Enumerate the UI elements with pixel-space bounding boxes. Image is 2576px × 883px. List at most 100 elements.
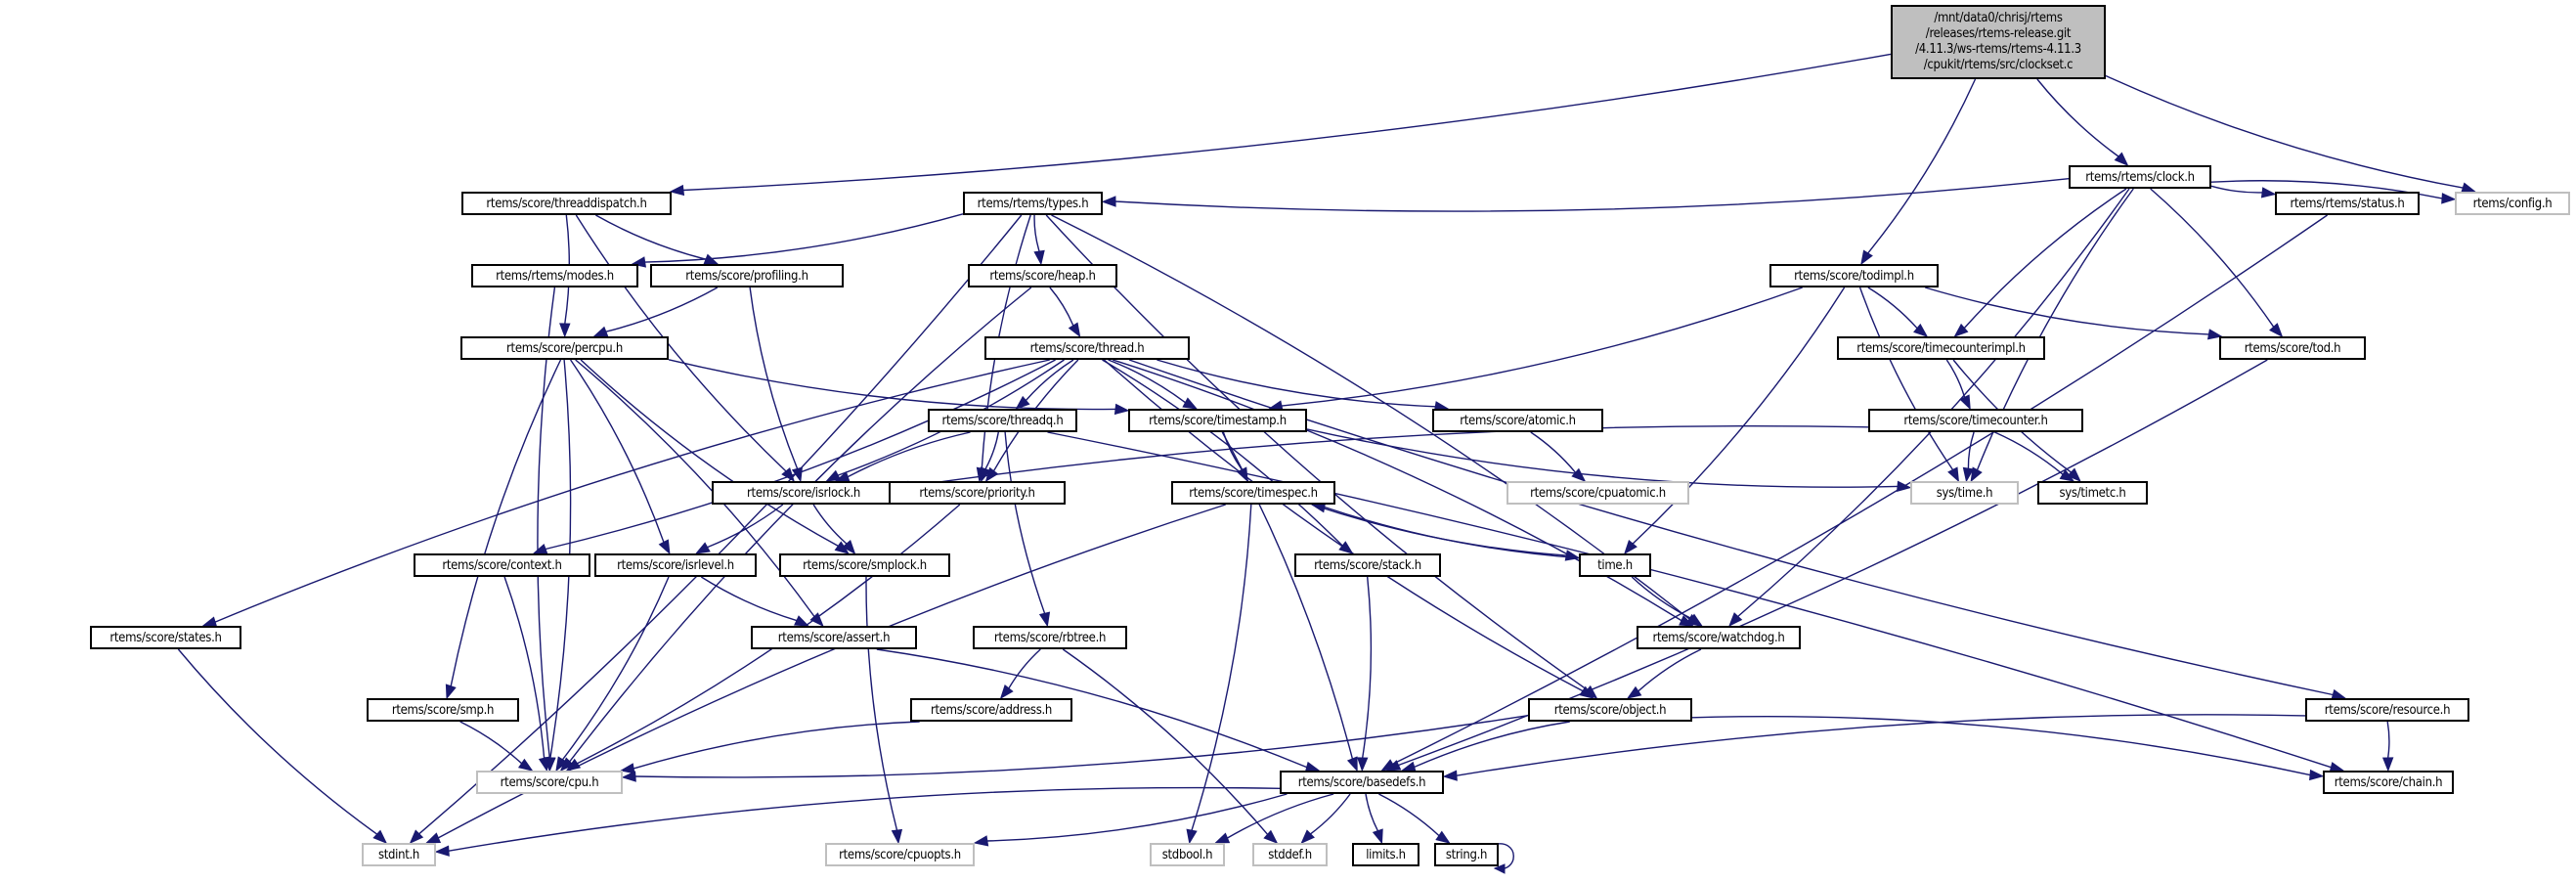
node-atomic[interactable]: rtems/score/atomic.h xyxy=(1432,409,1603,432)
node-percpu[interactable]: rtems/score/percpu.h xyxy=(460,336,669,360)
arrowhead xyxy=(794,615,809,627)
edge-todimpl-to-timestamp xyxy=(1267,287,1803,412)
arrowhead xyxy=(2067,467,2081,482)
arrowhead xyxy=(1182,397,1199,410)
arrowhead xyxy=(1435,830,1451,844)
edge-context-to-cpu xyxy=(503,576,550,773)
node-object[interactable]: rtems/score/object.h xyxy=(1528,698,1692,722)
edge-isrlock-to-smplock xyxy=(812,504,856,555)
arrowhead xyxy=(1624,539,1637,555)
arrowhead xyxy=(1346,756,1358,773)
edge-rbtree-to-address xyxy=(999,648,1041,700)
node-cpuatomic: rtems/score/cpuatomic.h xyxy=(1506,481,1689,505)
arrowhead xyxy=(1356,757,1369,773)
arrowhead xyxy=(1372,828,1383,845)
arrowhead xyxy=(1186,828,1198,845)
edge-rbtree-to-stddef xyxy=(1062,648,1279,844)
node-timespec[interactable]: rtems/score/timespec.h xyxy=(1171,481,1335,505)
node-string[interactable]: string.h xyxy=(1434,843,1499,866)
arrowhead xyxy=(1959,394,1971,411)
node-smplock[interactable]: rtems/score/smplock.h xyxy=(779,553,950,577)
node-timecounter[interactable]: rtems/score/timecounter.h xyxy=(1868,409,2083,432)
node-watchdog[interactable]: rtems/score/watchdog.h xyxy=(1637,626,1801,649)
edge-isrlevel-to-assert xyxy=(700,576,809,627)
edge-percpu-to-assert xyxy=(575,359,824,628)
arrowhead xyxy=(1897,480,1912,492)
edge-percpu-to-smplock xyxy=(580,359,851,554)
node-stdint: stdint.h xyxy=(362,843,436,866)
arrowhead xyxy=(1015,395,1030,410)
edge-thread-to-timestamp xyxy=(1108,359,1199,410)
node-isrlock[interactable]: rtems/score/isrlock.h xyxy=(712,481,895,505)
arrowhead xyxy=(2059,469,2075,482)
node-timestamp[interactable]: rtems/score/timestamp.h xyxy=(1128,409,1307,432)
edge-basedefs-to-string xyxy=(1378,793,1451,844)
node-states[interactable]: rtems/score/states.h xyxy=(90,626,241,649)
node-rbtree[interactable]: rtems/score/rbtree.h xyxy=(973,626,1127,649)
arrowhead xyxy=(1101,196,1116,207)
edge-basedefs-to-limits xyxy=(1365,793,1383,845)
edge-threadq-to-rbtree xyxy=(1004,431,1051,628)
node-thread[interactable]: rtems/score/thread.h xyxy=(984,336,1190,360)
node-clock[interactable]: rtems/rtems/clock.h xyxy=(2069,165,2211,189)
node-smp[interactable]: rtems/score/smp.h xyxy=(367,698,519,722)
edge-stack-to-basedefs xyxy=(1356,576,1373,773)
node-stack[interactable]: rtems/score/stack.h xyxy=(1294,553,1441,577)
node-resource[interactable]: rtems/score/resource.h xyxy=(2305,698,2469,722)
edge-smplock-to-cpuopts xyxy=(865,576,903,845)
arrowhead xyxy=(2260,187,2277,199)
arrowhead xyxy=(1970,466,1983,483)
arrowhead xyxy=(2114,152,2129,166)
node-modes[interactable]: rtems/rtems/modes.h xyxy=(471,264,638,287)
arrowhead xyxy=(1068,322,1081,338)
node-isrlevel[interactable]: rtems/score/isrlevel.h xyxy=(594,553,757,577)
arrowhead xyxy=(1687,613,1703,627)
edge-address-to-cpu xyxy=(619,721,920,774)
node-tod[interactable]: rtems/score/tod.h xyxy=(2219,336,2366,360)
arrowhead xyxy=(1571,467,1587,482)
arrowhead xyxy=(445,684,457,700)
edge-threaddispatch-to-profiling xyxy=(595,214,720,265)
arrowhead xyxy=(2269,323,2284,338)
edge-timeh-to-timespec xyxy=(1310,501,1580,559)
arrowhead xyxy=(619,763,635,774)
node-types[interactable]: rtems/rtems/types.h xyxy=(963,192,1103,215)
node-limits[interactable]: limits.h xyxy=(1352,843,1419,866)
node-config: rtems/config.h xyxy=(2455,192,2570,215)
edge-percpu-to-smp xyxy=(445,359,562,700)
node-chain[interactable]: rtems/score/chain.h xyxy=(2323,771,2454,794)
arrowhead xyxy=(1728,612,1743,628)
node-threaddispatch[interactable]: rtems/score/threaddispatch.h xyxy=(461,192,672,215)
arrowhead xyxy=(669,184,685,197)
node-todimpl[interactable]: rtems/score/todimpl.h xyxy=(1769,264,1939,287)
node-timeh[interactable]: time.h xyxy=(1579,553,1651,577)
arrowhead xyxy=(517,758,534,772)
node-assert[interactable]: rtems/score/assert.h xyxy=(751,626,917,649)
node-systimetc[interactable]: sys/timetc.h xyxy=(2037,481,2148,505)
node-status[interactable]: rtems/rtems/status.h xyxy=(2275,192,2420,215)
arrowhead xyxy=(1214,832,1231,844)
node-address[interactable]: rtems/score/address.h xyxy=(910,698,1072,722)
node-priority[interactable]: rtems/score/priority.h xyxy=(889,481,1066,505)
edge-todimpl-to-tod xyxy=(1925,287,2223,340)
arrowhead xyxy=(2441,193,2457,204)
arrowhead xyxy=(1626,685,1642,699)
edge-clock-to-systime xyxy=(1970,188,2134,483)
node-context[interactable]: rtems/score/context.h xyxy=(414,553,590,577)
arrowhead xyxy=(825,469,842,482)
edge-heap-to-thread xyxy=(1049,287,1081,338)
arrowhead xyxy=(1579,685,1594,699)
node-timecounterimpl[interactable]: rtems/score/timecounterimpl.h xyxy=(1837,336,2045,360)
node-threadq[interactable]: rtems/score/threadq.h xyxy=(928,409,1077,432)
edge-basedefs-to-stdint xyxy=(434,786,1281,857)
node-heap[interactable]: rtems/score/heap.h xyxy=(968,264,1117,287)
edge-root-to-threaddispatch xyxy=(669,53,1892,197)
edge-threadq-to-isrlock xyxy=(834,431,971,482)
node-root[interactable]: /mnt/data0/chrisj/rtems /releases/rtems-… xyxy=(1891,5,2106,79)
edge-types-to-stdint xyxy=(409,214,1023,844)
node-profiling[interactable]: rtems/score/profiling.h xyxy=(650,264,844,287)
node-basedefs[interactable]: rtems/score/basedefs.h xyxy=(1280,771,1444,794)
edge-timeh-to-watchdog xyxy=(1631,576,1703,627)
arrowhead xyxy=(1962,466,1975,483)
